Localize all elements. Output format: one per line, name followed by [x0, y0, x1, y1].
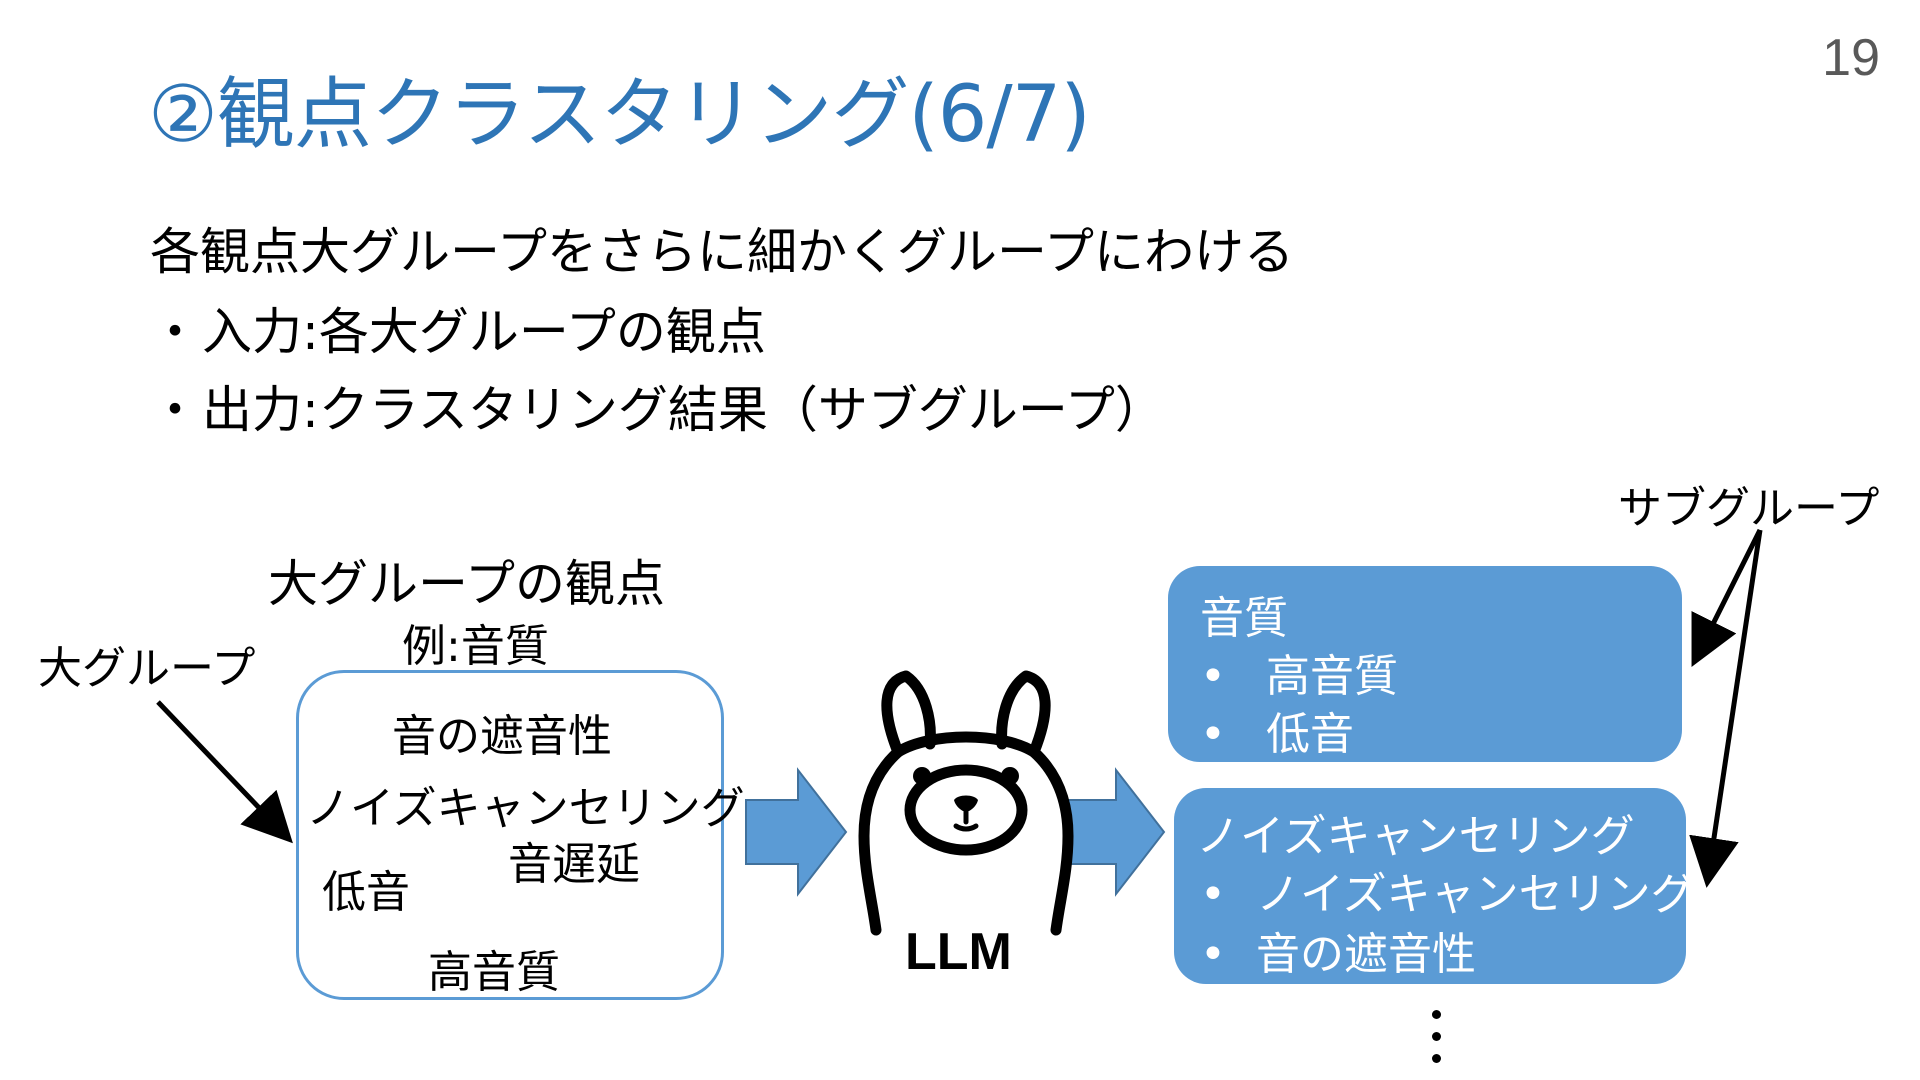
- input-item: 高音質: [428, 947, 560, 998]
- subgroup-item: •音の遮音性: [1200, 929, 1476, 980]
- bullet-separator: :: [302, 381, 319, 439]
- ellipsis-vertical-icon: [1432, 1010, 1442, 1066]
- bullet-label: 出力: [202, 381, 302, 439]
- bullet-dot: •: [1200, 709, 1226, 760]
- subgroup-pointer-arrow: [1689, 529, 1763, 888]
- bullet-label: 入力: [202, 303, 302, 361]
- subgroup-box-noise-cancel: [1174, 788, 1686, 984]
- bullet-dot: ・: [150, 303, 200, 361]
- subgroup-title: ノイズキャンセリング: [1196, 811, 1635, 862]
- large-group-box: [296, 670, 724, 1000]
- bullet-text: 各大グループの観点: [318, 303, 766, 361]
- viewpoint-heading: 大グループの観点: [268, 555, 665, 613]
- subgroup-label: サブグループ: [1618, 483, 1880, 534]
- large-group-pointer-arrow: [156, 700, 293, 844]
- llm-label: LLM: [905, 923, 1012, 981]
- subgroup-item: •ノイズキャンセリング: [1200, 869, 1695, 920]
- example-label: 例:音質: [402, 621, 549, 672]
- slide-title: ②観点クラスタリング(6/7): [148, 70, 1091, 160]
- bullet-dot: •: [1200, 929, 1226, 980]
- bullet-text: クラスタリング結果（サブグループ）: [318, 381, 1165, 439]
- large-group-label: 大グループ: [38, 643, 256, 694]
- subgroup-item: •高音質: [1200, 651, 1398, 702]
- llama-face: [913, 767, 1019, 812]
- input-item: 音遅延: [508, 839, 640, 890]
- block-arrow-right-icon: [1063, 767, 1166, 897]
- subgroup-pointer-arrow: [1691, 528, 1763, 667]
- bullet-dot: •: [1200, 651, 1226, 702]
- llama-icon: [858, 670, 1074, 936]
- bullet-output: ・出力:クラスタリング結果（サブグループ）: [150, 370, 1165, 442]
- block-arrow-right-icon: [745, 767, 848, 897]
- subgroup-box-sound-quality: [1168, 566, 1682, 762]
- input-item: 音の遮音性: [392, 711, 612, 762]
- bullet-dot: ・: [150, 381, 200, 439]
- subgroup-title: 音質: [1200, 593, 1288, 644]
- bullet-input: ・入力:各大グループの観点: [150, 292, 766, 364]
- bullet-separator: :: [302, 303, 319, 361]
- input-item: 低音: [322, 867, 410, 918]
- subgroup-item: •低音: [1200, 709, 1354, 760]
- bullet-dot: •: [1200, 869, 1226, 920]
- page-number: 19: [1822, 29, 1880, 87]
- lead-text: 各観点大グループをさらに細かくグループにわける: [150, 223, 1294, 281]
- input-item: ノイズキャンセリング: [306, 783, 745, 834]
